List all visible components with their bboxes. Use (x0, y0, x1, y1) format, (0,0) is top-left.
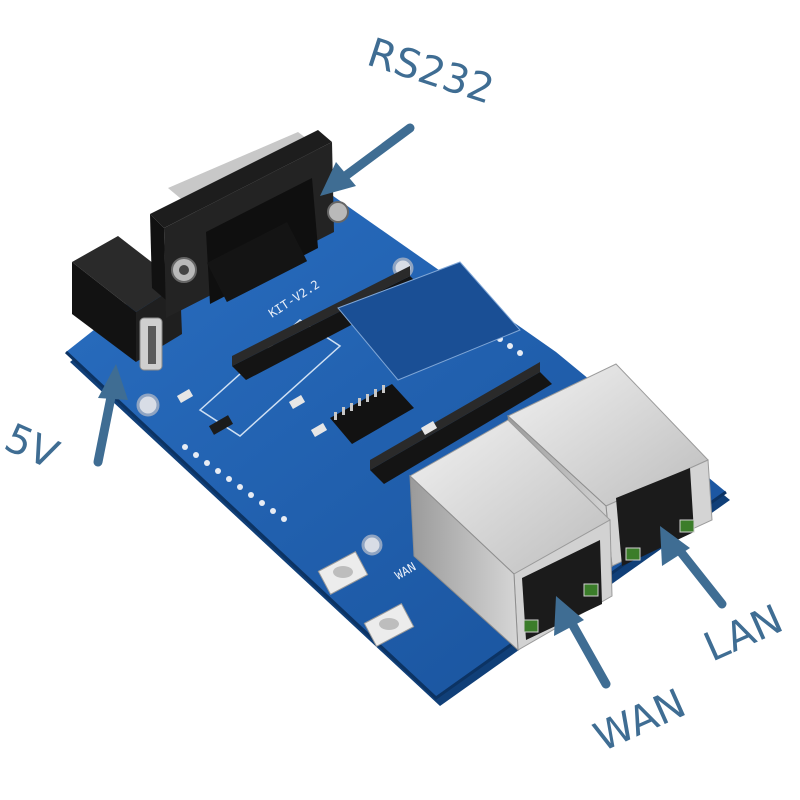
reload-button (363, 602, 415, 648)
wan-label: WAN (587, 681, 692, 762)
5v-label: 5V (0, 415, 65, 479)
ic-chip (330, 384, 414, 444)
wifi-module-area (337, 261, 521, 381)
lan-label: LAN (697, 596, 789, 671)
mounting-hole (361, 534, 383, 556)
rs232-label: RS232 (362, 30, 499, 114)
mounting-hole (136, 393, 160, 417)
db9-connector (150, 130, 349, 318)
pin-header-bottom (370, 362, 552, 484)
wan-arrow (554, 596, 611, 689)
smd-components (176, 389, 438, 437)
rj45-wan-jack (409, 419, 613, 652)
rs232-arrow (320, 123, 415, 196)
dc-power-jack (72, 236, 182, 371)
5v-arrow (93, 364, 128, 467)
reset-button (317, 550, 369, 596)
lan-arrow (660, 526, 727, 609)
